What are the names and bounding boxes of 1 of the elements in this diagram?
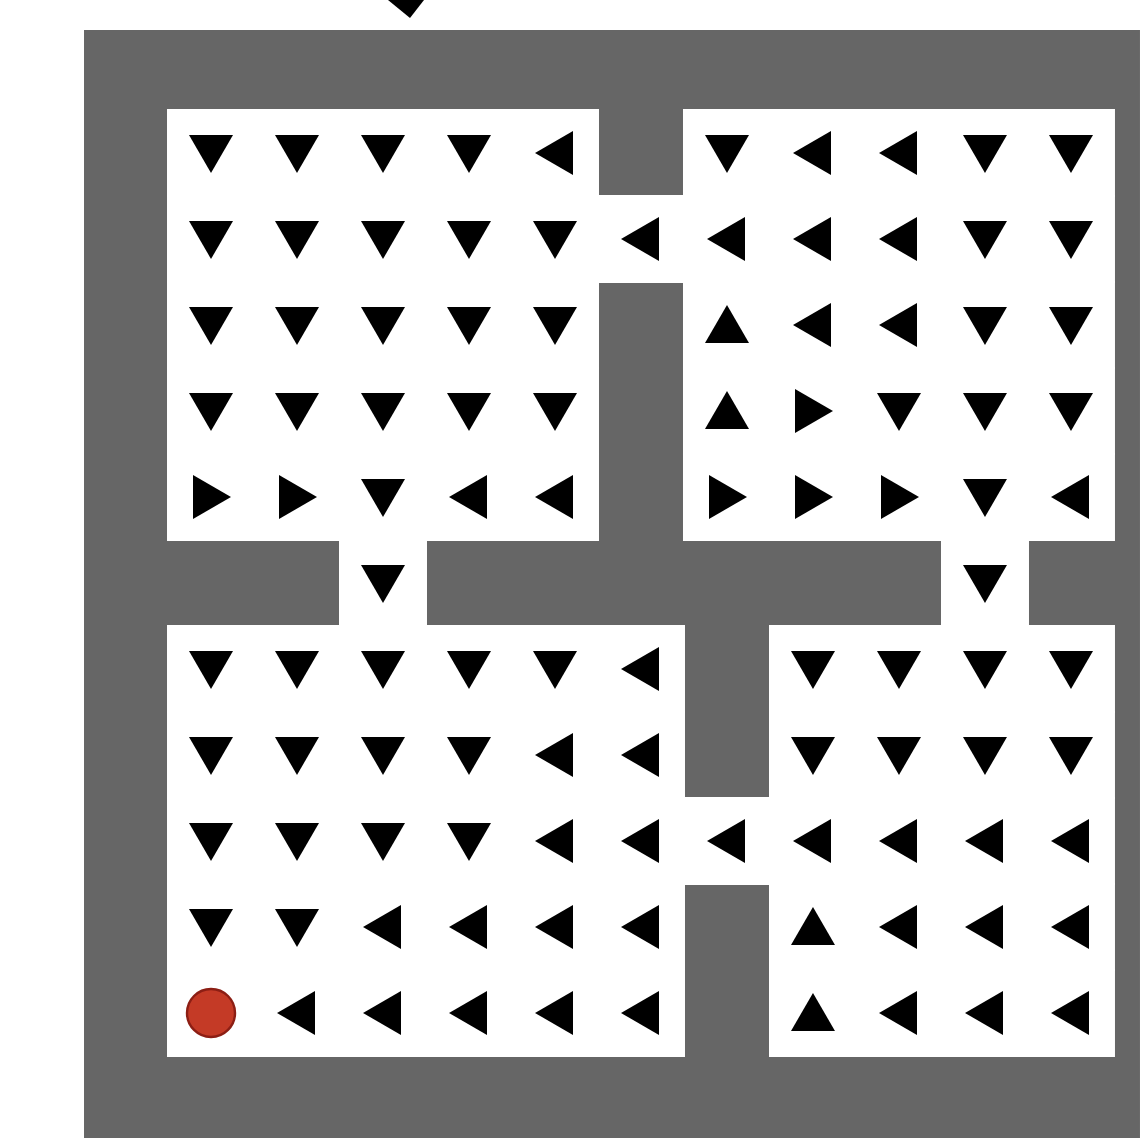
- goal-marker: [185, 987, 237, 1039]
